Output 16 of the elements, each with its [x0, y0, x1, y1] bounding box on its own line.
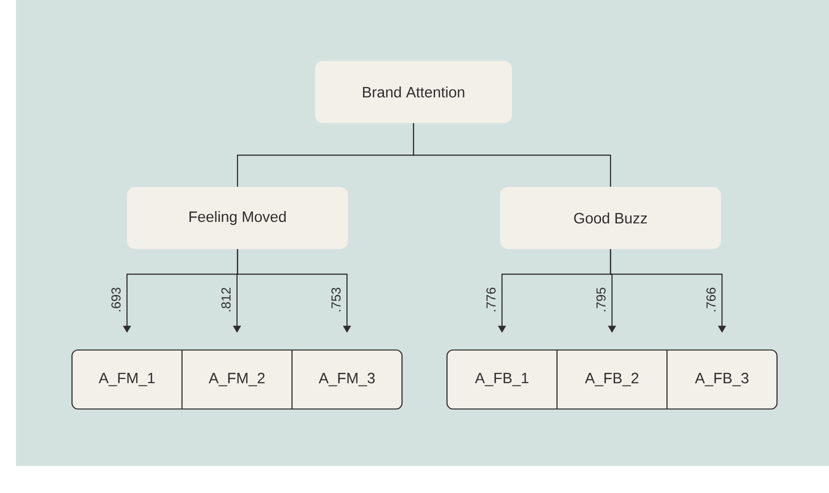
item-cell: A_FB_2 — [584, 372, 638, 386]
loading-label: .693 — [110, 286, 122, 314]
loading-label: .776 — [485, 286, 497, 314]
loading-label: .753 — [330, 286, 342, 314]
loading-label: .795 — [595, 286, 607, 314]
construct-box: Brand Attention — [315, 61, 512, 123]
item-cell: A_FB_3 — [694, 372, 748, 386]
loading-label: .766 — [705, 286, 717, 314]
item-cell: A_FM_2 — [208, 372, 265, 386]
factor-box: Good Buzz — [500, 187, 721, 249]
factor-box: Feeling Moved — [127, 187, 348, 249]
item-cell: A_FB_1 — [474, 372, 528, 386]
item-cell: A_FM_3 — [318, 372, 375, 386]
item-cell: A_FM_1 — [98, 372, 155, 386]
loading-label: .812 — [220, 286, 232, 314]
connector-line — [412, 123, 612, 187]
